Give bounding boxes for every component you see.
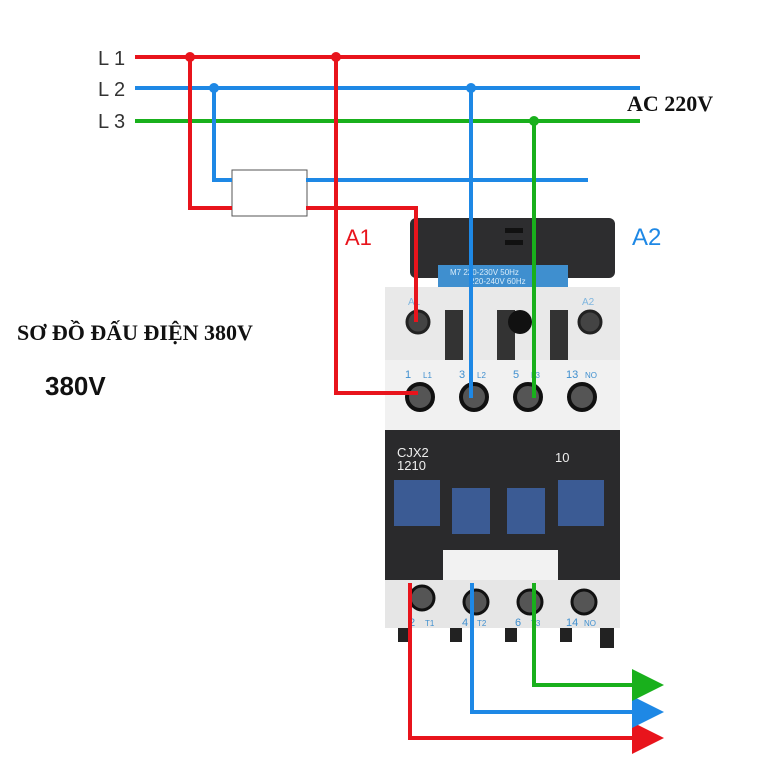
model-label-1: CJX2 [397,445,429,460]
terminal-name: T2 [477,619,487,628]
terminal-num: 3 [459,369,465,381]
terminal-name: T1 [425,619,435,628]
ac-voltage-label: AC 220V [627,91,713,116]
aux-label: 10 [555,450,569,465]
input-terminals: 1 L1 3 L2 5 L3 13 NO [405,369,597,412]
line-label-l1: L 1 [98,48,125,70]
coil-rating-1: M7 220-230V 50Hz [450,268,519,277]
terminal-name: NO [585,371,597,380]
junction-dots [185,52,539,126]
wire-coil-a1 [188,57,418,322]
wire-t1-out [408,583,664,754]
terminal-num: 14 [566,617,578,629]
terminal-num: 6 [515,617,521,629]
line-label-l3: L 3 [98,111,125,133]
diagram-title: SƠ ĐỒ ĐẤU ĐIỆN 380V [17,320,253,345]
wires [135,55,664,754]
terminal-num: 1 [405,369,411,381]
coil-label-a1: A1 [345,225,372,250]
terminal-num: 2 [409,617,415,629]
line-label-l2: L 2 [98,79,125,101]
terminal-num: 4 [462,617,468,629]
coil-rating-2: 220-240V 60Hz [470,277,526,286]
terminal-a2-label: A2 [582,297,595,308]
switch-box [231,169,308,217]
model-label-2: 1210 [397,458,426,473]
screw-a2 [577,309,603,335]
voltage-label: 380V [45,371,106,401]
terminal-name: L2 [477,371,486,380]
wire-t2-out [470,583,664,728]
wire-t3-out [532,583,664,701]
terminal-num: 5 [513,369,519,381]
contactor: M7 220-230V 50Hz 220-240V 60Hz A1 A2 1 L… [385,218,620,648]
terminal-num: 13 [566,369,578,381]
wire-l1-in [334,57,418,395]
terminal-name: L1 [423,371,432,380]
coil-label-a2: A2 [632,224,661,251]
terminal-name: NO [584,619,596,628]
wire-coil-a2 [212,88,588,182]
